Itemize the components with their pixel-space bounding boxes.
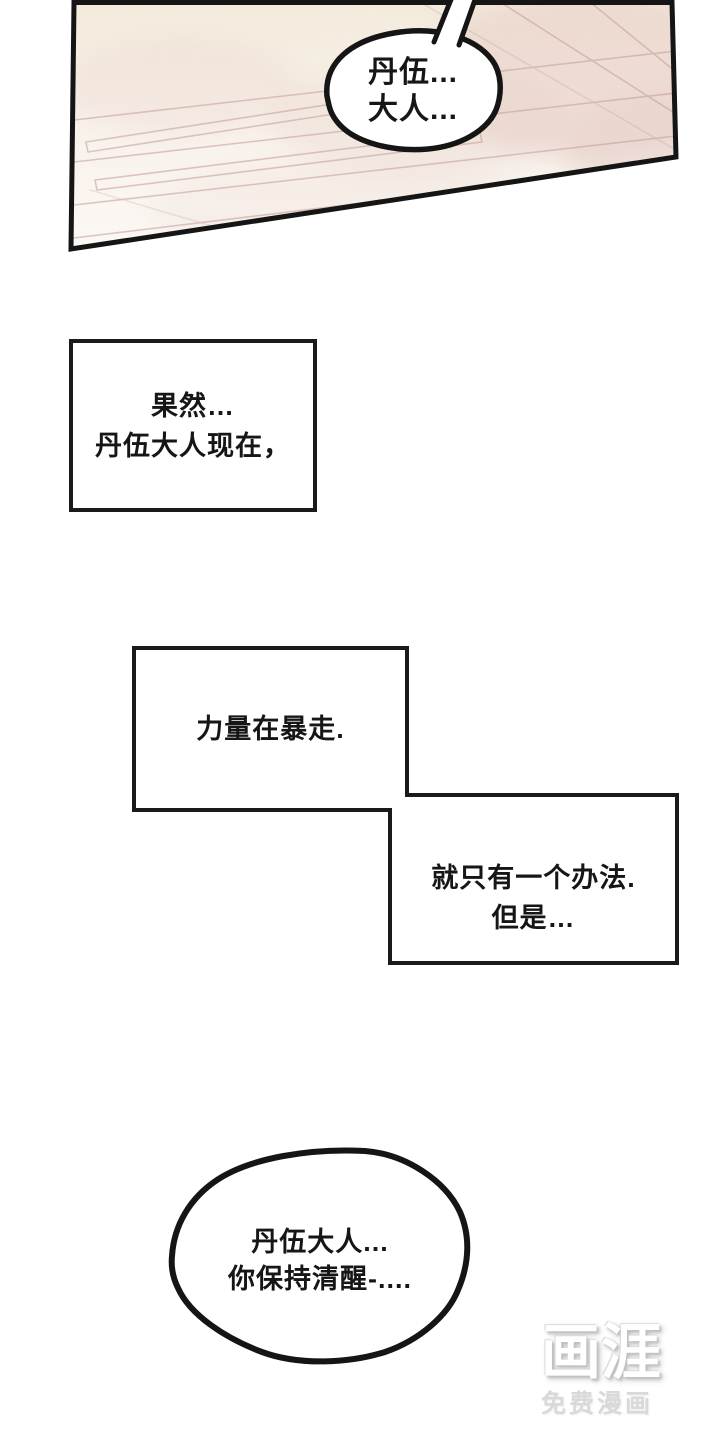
- border-erase-patch: [387, 792, 393, 808]
- caption-box-1: 果然… 丹伍大人现在，: [69, 339, 317, 512]
- scene-panel-floor: [68, 0, 679, 252]
- caption-box-2: 力量在暴走.: [132, 646, 409, 812]
- speech-bubble-tail-fill: [434, 0, 476, 46]
- blob-bubble-body: [168, 1147, 471, 1365]
- speech-bubble-tail-lines: [431, 0, 478, 48]
- blob-bubble-text: 丹伍大人... 你保持清醒-....: [172, 1224, 468, 1298]
- speech-bubble-text: 丹伍... 大人...: [322, 54, 504, 128]
- bubble2-line1: 丹伍大人...: [251, 1227, 389, 1257]
- caption2-line1: 力量在暴走.: [196, 714, 345, 744]
- bubble1-line1: 丹伍...: [367, 56, 458, 89]
- caption3-line1: 就只有一个办法.: [431, 863, 636, 893]
- border-erase-patch: [386, 792, 405, 798]
- caption1-line2: 丹伍大人现在，: [95, 430, 291, 461]
- blob-bubble: [168, 1147, 471, 1365]
- speech-bubble-body: [324, 28, 503, 153]
- bubble2-line2: 你保持清醒-....: [228, 1264, 412, 1294]
- watermark: 画涯 免费漫画: [541, 1319, 661, 1419]
- bubble1-line2: 大人...: [367, 93, 458, 126]
- caption1-line1: 果然…: [151, 390, 235, 421]
- watermark-logo: 画涯: [541, 1319, 661, 1386]
- caption3-line2: 但是…: [491, 903, 576, 933]
- watermark-tagline: 免费漫画: [541, 1390, 654, 1418]
- speech-bubble: [324, 0, 503, 153]
- caption-box-3: 就只有一个办法. 但是…: [388, 793, 679, 965]
